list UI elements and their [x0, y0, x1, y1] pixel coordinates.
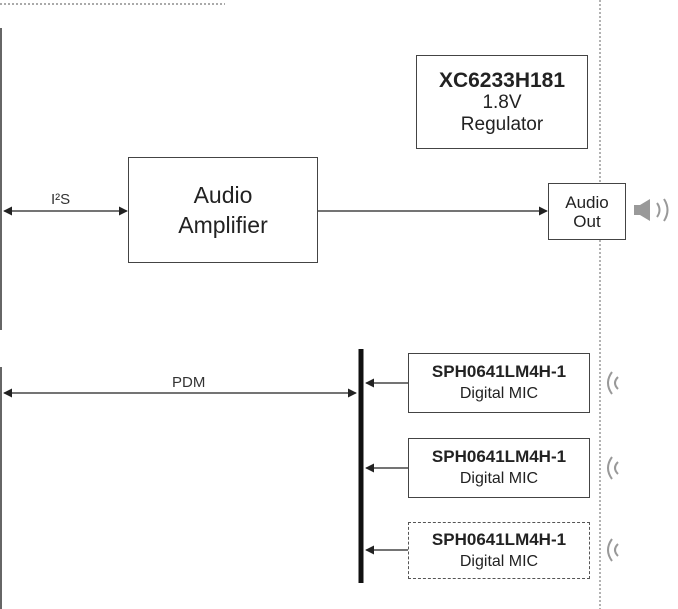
mic-part: SPH0641LM4H-1	[431, 529, 567, 549]
sound-wave-icon	[607, 456, 619, 480]
sound-wave-icon	[607, 371, 619, 395]
regulator-voltage: 1.8V	[482, 91, 522, 113]
amp-label-line1: Audio	[193, 182, 253, 208]
sound-wave-icon	[607, 538, 619, 562]
speaker-icon	[634, 198, 669, 222]
mic-block: SPH0641LM4H-1 Digital MIC	[408, 438, 590, 498]
audio-out-line1: Audio	[565, 192, 609, 212]
regulator-label: Regulator	[460, 113, 544, 135]
regulator-part: XC6233H181	[438, 68, 566, 92]
regulator-block: XC6233H181 1.8V Regulator	[416, 55, 588, 149]
pdm-label: PDM	[172, 374, 206, 391]
mic-type: Digital MIC	[459, 552, 539, 570]
audio-amplifier-block: Audio Amplifier	[128, 157, 318, 263]
mic-part: SPH0641LM4H-1	[431, 447, 567, 466]
mic-part: SPH0641LM4H-1	[431, 362, 567, 381]
mic-type: Digital MIC	[459, 385, 539, 402]
mic-block: SPH0641LM4H-1 Digital MIC	[408, 353, 590, 413]
amp-label-line2: Amplifier	[178, 212, 268, 238]
mic-type: Digital MIC	[459, 470, 539, 487]
audio-out-line2: Out	[573, 211, 601, 231]
mic-block-optional: SPH0641LM4H-1 Digital MIC	[408, 522, 590, 579]
audio-out-block: Audio Out	[548, 183, 626, 240]
i2s-label: I²S	[51, 191, 71, 208]
